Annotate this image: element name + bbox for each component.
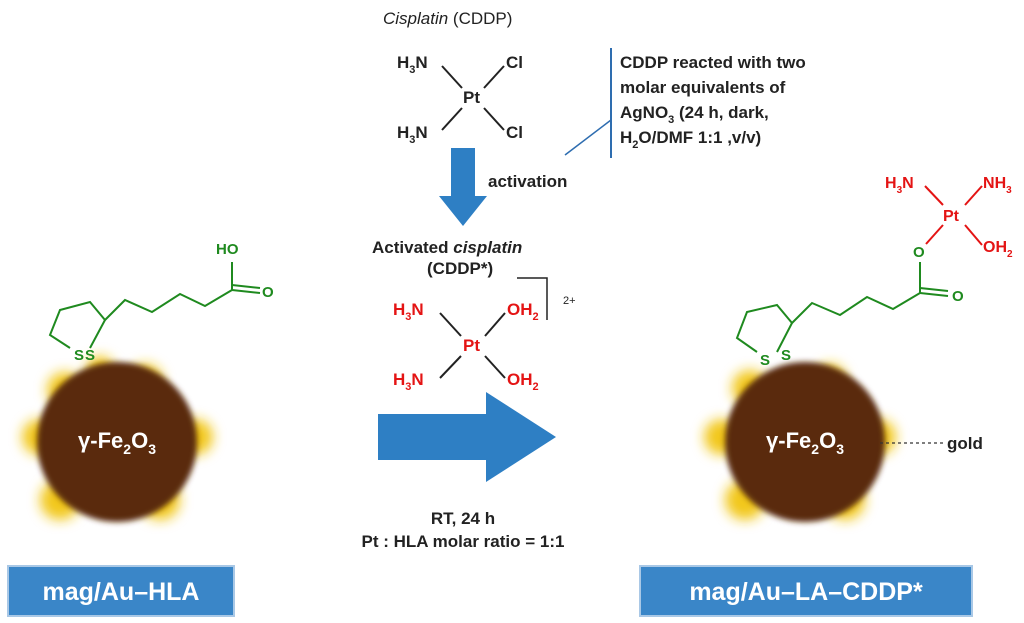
svg-text:CDDP reacted with two: CDDP reacted with two <box>620 53 806 72</box>
right-label-box: mag/Au–LA–CDDP* <box>639 565 973 617</box>
core-label: γ-Fe2O3 <box>766 428 844 457</box>
ester-oxygen: O <box>913 244 925 261</box>
amine-ligand-1: H3N <box>393 300 424 323</box>
chloride-ligand-1: Cl <box>506 53 523 72</box>
amine-ligand-1: H3N <box>885 175 914 196</box>
left-nanoparticle: γ-Fe2O3 <box>22 356 213 522</box>
amine-ligand-2: H3N <box>397 123 428 146</box>
activation-arrow <box>439 148 487 226</box>
chloride-ligand-2: Cl <box>506 123 523 142</box>
reaction-condition-2: Pt : HLA molar ratio = 1:1 <box>362 532 565 551</box>
activated-title: Activated cisplatin <box>372 238 522 257</box>
platinum-center: Pt <box>943 208 960 225</box>
sulfur-atom: S <box>781 347 791 364</box>
left-particle-label: mag/Au–HLA <box>43 578 200 606</box>
platinum-center: Pt <box>463 336 480 355</box>
bond <box>483 107 505 131</box>
amine-ligand-2: NH3 <box>983 175 1012 196</box>
charge-bracket <box>517 277 548 320</box>
hydroxyl-label: HO <box>216 241 239 258</box>
amine-ligand-1: H3N <box>397 53 428 76</box>
activated-subtitle: (CDDP*) <box>427 259 493 278</box>
platinum-center: Pt <box>463 88 480 107</box>
bond <box>483 65 505 89</box>
amine-ligand-2: H3N <box>393 370 424 393</box>
lipoic-acid-ligand-left <box>48 262 261 349</box>
sulfur-atom: S <box>760 352 770 369</box>
carbonyl-oxygen: O <box>952 288 964 305</box>
aqua-ligand: OH2 <box>983 239 1013 260</box>
cisplatin-title: Cisplatin (CDDP) <box>383 9 512 28</box>
lipoic-acid-ligand-right <box>735 262 949 353</box>
aqua-ligand-1: OH2 <box>507 300 539 323</box>
charge-label: 2+ <box>563 295 576 307</box>
carbonyl-oxygen: O <box>262 284 274 301</box>
condition-note: CDDP reacted with two molar equivalents … <box>564 48 806 158</box>
gold-label: gold <box>947 434 983 453</box>
left-label-box: mag/Au–HLA <box>7 565 235 617</box>
bond <box>441 65 463 89</box>
pointer-line <box>564 119 612 156</box>
right-nanoparticle: γ-Fe2O3 <box>704 362 896 522</box>
sulfur-atom: S <box>85 347 95 364</box>
attached-pt-complex: H3N NH3 Pt OH2 <box>885 175 1013 260</box>
reaction-arrow <box>378 392 556 482</box>
core-label: γ-Fe2O3 <box>78 428 156 457</box>
iron-oxide-core <box>37 362 197 522</box>
svg-text:molar equivalents of: molar equivalents of <box>620 78 786 97</box>
sulfur-atom: S <box>74 347 84 364</box>
cisplatin-structure: Cisplatin (CDDP) H3N H3N Cl Cl Pt <box>383 9 523 146</box>
aqua-ligand-2: OH2 <box>507 370 539 393</box>
bond <box>441 107 463 131</box>
right-particle-label: mag/Au–LA–CDDP* <box>689 578 923 606</box>
activation-label: activation <box>488 172 567 191</box>
iron-oxide-core <box>725 362 885 522</box>
reaction-condition-1: RT, 24 h <box>431 509 495 528</box>
activated-cisplatin-structure: Activated cisplatin (CDDP*) 2+ H3N H3N O… <box>372 238 576 393</box>
svg-text:AgNO3 (24 h, dark,: AgNO3 (24 h, dark, <box>620 103 769 126</box>
svg-text:H2O/DMF 1:1 ,v/v): H2O/DMF 1:1 ,v/v) <box>620 128 761 151</box>
